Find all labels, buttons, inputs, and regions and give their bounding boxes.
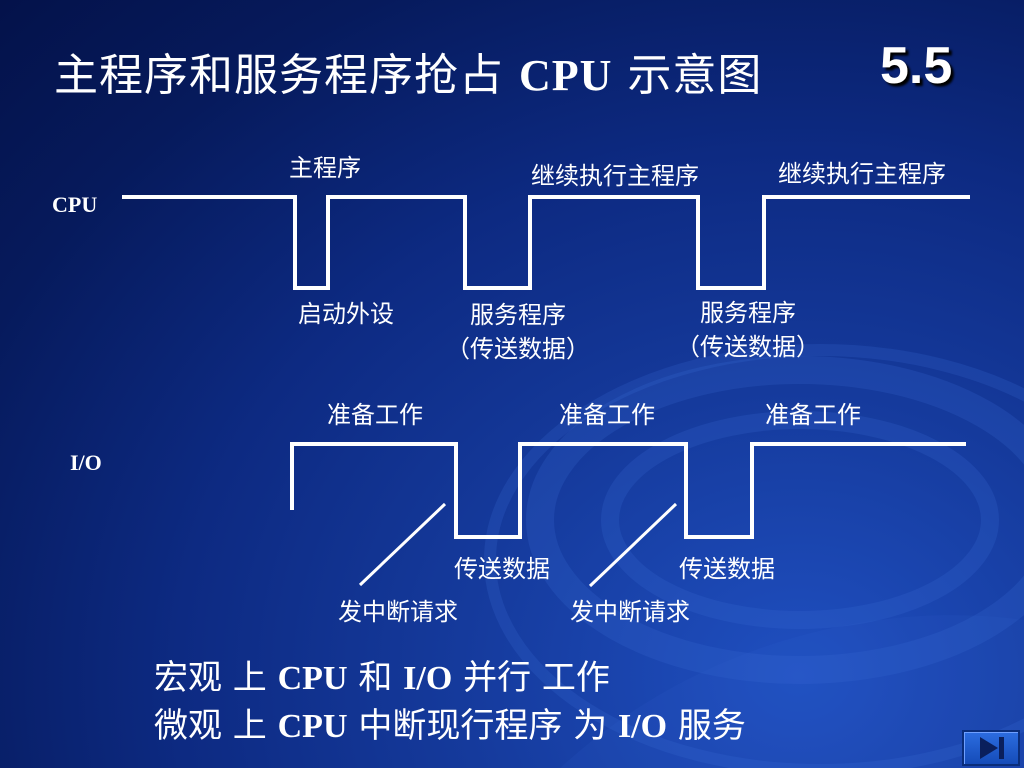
skip-to-end-icon	[980, 737, 1004, 759]
cpu-label-service-2: 服务程序	[700, 299, 796, 327]
summary-2-c: 服务	[677, 706, 746, 746]
summary-2-a: 微观 上	[154, 706, 267, 746]
title-prefix: 主程序和服务程序抢占	[54, 50, 504, 101]
cpu-label-main-program: 主程序	[289, 154, 361, 182]
summary-1-cpu: CPU	[277, 660, 348, 697]
io-label-prepare-1: 准备工作	[327, 401, 423, 429]
section-number: 5.5	[880, 37, 953, 95]
slide-title: 主程序和服务程序抢占 CPU 示意图	[54, 46, 762, 106]
io-label-transfer-2: 传送数据	[679, 555, 775, 583]
io-label-interrupt-2: 发中断请求	[570, 598, 690, 626]
io-label-interrupt-1: 发中断请求	[338, 598, 458, 626]
title-suffix: 示意图	[627, 50, 763, 101]
io-waveform	[290, 442, 966, 539]
cpu-label-service-1: 服务程序	[470, 301, 566, 329]
cpu-track-label: CPU	[52, 192, 98, 217]
nav-end-button[interactable]	[962, 730, 1020, 766]
summary-line-2: 微观 上 CPU 中断现行程序 为 I/O 服务	[154, 703, 746, 750]
summary-1-a: 宏观 上	[154, 658, 267, 698]
cpu-label-continue-2: 继续执行主程序	[778, 160, 946, 188]
summary-1-b: 和	[358, 658, 393, 698]
cpu-waveform	[122, 195, 970, 290]
summary-2-b: 中断现行程序 为	[358, 706, 608, 746]
io-label-prepare-2: 准备工作	[559, 401, 655, 429]
cpu-label-continue-1: 继续执行主程序	[531, 162, 699, 190]
cpu-label-transfer-2: （传送数据）	[676, 333, 820, 361]
io-label-transfer-1: 传送数据	[454, 555, 550, 583]
io-label-prepare-3: 准备工作	[765, 401, 861, 429]
summary-2-cpu: CPU	[277, 708, 348, 745]
summary-line-1: 宏观 上 CPU 和 I/O 并行 工作	[154, 655, 610, 702]
cpu-label-transfer-1: （传送数据）	[446, 335, 590, 363]
title-cpu: CPU	[519, 51, 613, 100]
summary-1-c: 并行 工作	[463, 658, 610, 698]
interrupt-arrow-1	[358, 502, 447, 587]
interrupt-arrow-2	[588, 502, 678, 588]
cpu-label-start-device: 启动外设	[298, 300, 394, 328]
io-track-label: I/O	[70, 450, 102, 475]
summary-1-io: I/O	[403, 660, 453, 697]
summary-2-io: I/O	[617, 708, 668, 745]
